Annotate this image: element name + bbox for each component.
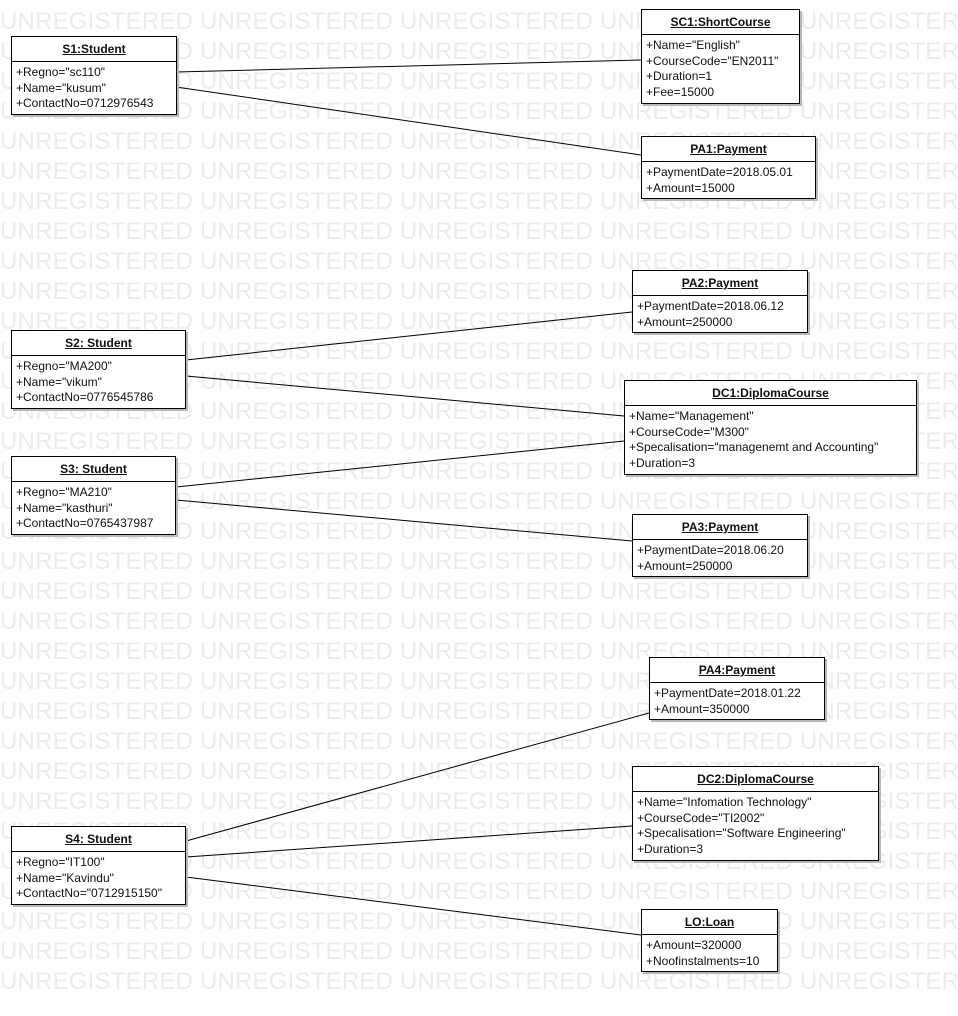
attribute: +Duration=1 [646,69,713,84]
watermark-row: UNREGISTERED UNREGISTERED UNREGISTERED U… [0,608,958,635]
object-pa2[interactable]: PA2:Payment+PaymentDate=2018.06.12+Amoun… [632,270,808,334]
attribute: +ContactNo=0712976543 [16,96,154,111]
link-s3-pa3 [175,499,633,542]
link-s4-pa4 [185,712,650,842]
attribute: +Name="Infomation Technology" [637,795,812,809]
watermark-row: UNREGISTERED UNREGISTERED UNREGISTERED U… [0,578,958,605]
attribute-list: +PaymentDate=2018.06.12+Amount=250000 [633,296,807,332]
object-title: S3: Student [12,457,175,482]
attribute: +Name="kusum" [16,80,106,95]
object-title: S2: Student [12,331,185,356]
attribute: +Regno="MA200" [16,359,112,373]
attribute: +Name="kasthuri" [16,500,113,515]
attribute: +CourseCode="M300" [629,424,749,439]
attribute: +Amount=320000 [646,938,742,952]
object-title: PA4:Payment [650,658,824,683]
attribute: +Name="Kavindu" [16,870,114,885]
attribute: +CourseCode="EN2011" [646,53,779,68]
watermark-row: UNREGISTERED UNREGISTERED UNREGISTERED U… [0,968,958,995]
object-title: S1:Student [12,37,176,62]
attribute: +Regno="IT100" [16,855,105,869]
attribute-list: +Regno="MA200"+Name="vikum"+ContactNo=07… [12,356,185,408]
object-dc2[interactable]: DC2:DiplomaCourse+Name="Infomation Techn… [632,766,879,861]
attribute: +Duration=3 [629,456,696,471]
attribute: +ContactNo=0776545786 [16,390,154,405]
watermark-row: UNREGISTERED UNREGISTERED UNREGISTERED U… [0,938,958,965]
object-title: S4: Student [12,827,185,852]
object-pa3[interactable]: PA3:Payment+PaymentDate=2018.06.20+Amoun… [632,514,808,578]
attribute-list: +PaymentDate=2018.06.20+Amount=250000 [633,540,807,576]
object-pa1[interactable]: PA1:Payment+PaymentDate=2018.05.01+Amoun… [641,136,816,200]
link-s4-dc2 [185,825,633,858]
link-s2-dc1 [185,375,625,417]
watermark-row: UNREGISTERED UNREGISTERED UNREGISTERED U… [0,248,958,275]
object-s4[interactable]: S4: Student+Regno="IT100"+Name="Kavindu"… [11,826,186,906]
object-title: DC1:DiplomaCourse [625,381,916,406]
watermark-row: UNREGISTERED UNREGISTERED UNREGISTERED U… [0,218,958,245]
attribute-list: +Name="Infomation Technology"+CourseCode… [633,792,878,860]
object-title: DC2:DiplomaCourse [633,767,878,792]
attribute: +PaymentDate=2018.06.12 [637,299,784,313]
object-title: PA1:Payment [642,137,815,162]
object-title: LO:Loan [642,910,777,935]
watermark-row: UNREGISTERED UNREGISTERED UNREGISTERED U… [0,908,958,935]
attribute: +Name="English" [646,38,740,52]
attribute: +ContactNo="0712915150" [16,886,162,901]
watermark-row: UNREGISTERED UNREGISTERED UNREGISTERED U… [0,728,958,755]
attribute-list: +Name="English"+CourseCode="EN2011"+Dura… [642,35,799,103]
object-s2[interactable]: S2: Student+Regno="MA200"+Name="vikum"+C… [11,330,186,410]
attribute: +Regno="sc110" [16,65,106,79]
attribute: +Noofinstalments=10 [646,953,760,968]
attribute: +PaymentDate=2018.01.22 [654,686,801,700]
attribute: +Duration=3 [637,842,704,857]
object-title: PA2:Payment [633,271,807,296]
attribute: +Regno="MA210" [16,485,112,499]
object-dc1[interactable]: DC1:DiplomaCourse+Name="Management"+Cour… [624,380,917,475]
attribute-list: +PaymentDate=2018.01.22+Amount=350000 [650,683,824,719]
attribute: +Specalisation="managenemt and Accountin… [629,440,879,455]
attribute-list: +Regno="MA210"+Name="kasthuri"+ContactNo… [12,482,175,534]
attribute: +PaymentDate=2018.05.01 [646,165,793,179]
object-s3[interactable]: S3: Student+Regno="MA210"+Name="kasthuri… [11,456,176,536]
object-sc1[interactable]: SC1:ShortCourse+Name="English"+CourseCod… [641,9,800,104]
link-s2-pa2 [185,311,633,361]
attribute: +Specalisation="Software Engineering" [637,826,846,841]
attribute: +Name="Management" [629,409,754,423]
attribute-list: +Regno="IT100"+Name="Kavindu"+ContactNo=… [12,852,185,904]
attribute: +Amount=15000 [646,180,735,195]
attribute: +PaymentDate=2018.06.20 [637,543,784,557]
object-s1[interactable]: S1:Student+Regno="sc110"+Name="kusum"+Co… [11,36,177,116]
object-lo[interactable]: LO:Loan+Amount=320000+Noofinstalments=10 [641,909,778,973]
attribute-list: +Regno="sc110"+Name="kusum"+ContactNo=07… [12,62,176,114]
object-title: SC1:ShortCourse [642,10,799,35]
link-s1-pa1 [175,86,642,156]
attribute: +CourseCode="TI2002" [637,810,765,825]
link-s4-lo [185,876,642,936]
attribute: +Amount=250000 [637,558,733,573]
object-pa4[interactable]: PA4:Payment+PaymentDate=2018.01.22+Amoun… [649,657,825,721]
attribute-list: +PaymentDate=2018.05.01+Amount=15000 [642,162,815,198]
attribute-list: +Amount=320000+Noofinstalments=10 [642,935,777,971]
attribute: +ContactNo=0765437987 [16,516,154,531]
attribute: +Fee=15000 [646,85,715,100]
attribute: +Name="vikum" [16,374,102,389]
link-s3-dc1 [175,440,625,488]
attribute: +Amount=250000 [637,314,733,329]
attribute: +Amount=350000 [654,701,750,716]
object-title: PA3:Payment [633,515,807,540]
link-s1-sc1 [175,59,642,73]
attribute-list: +Name="Management"+CourseCode="M300"+Spe… [625,406,916,474]
